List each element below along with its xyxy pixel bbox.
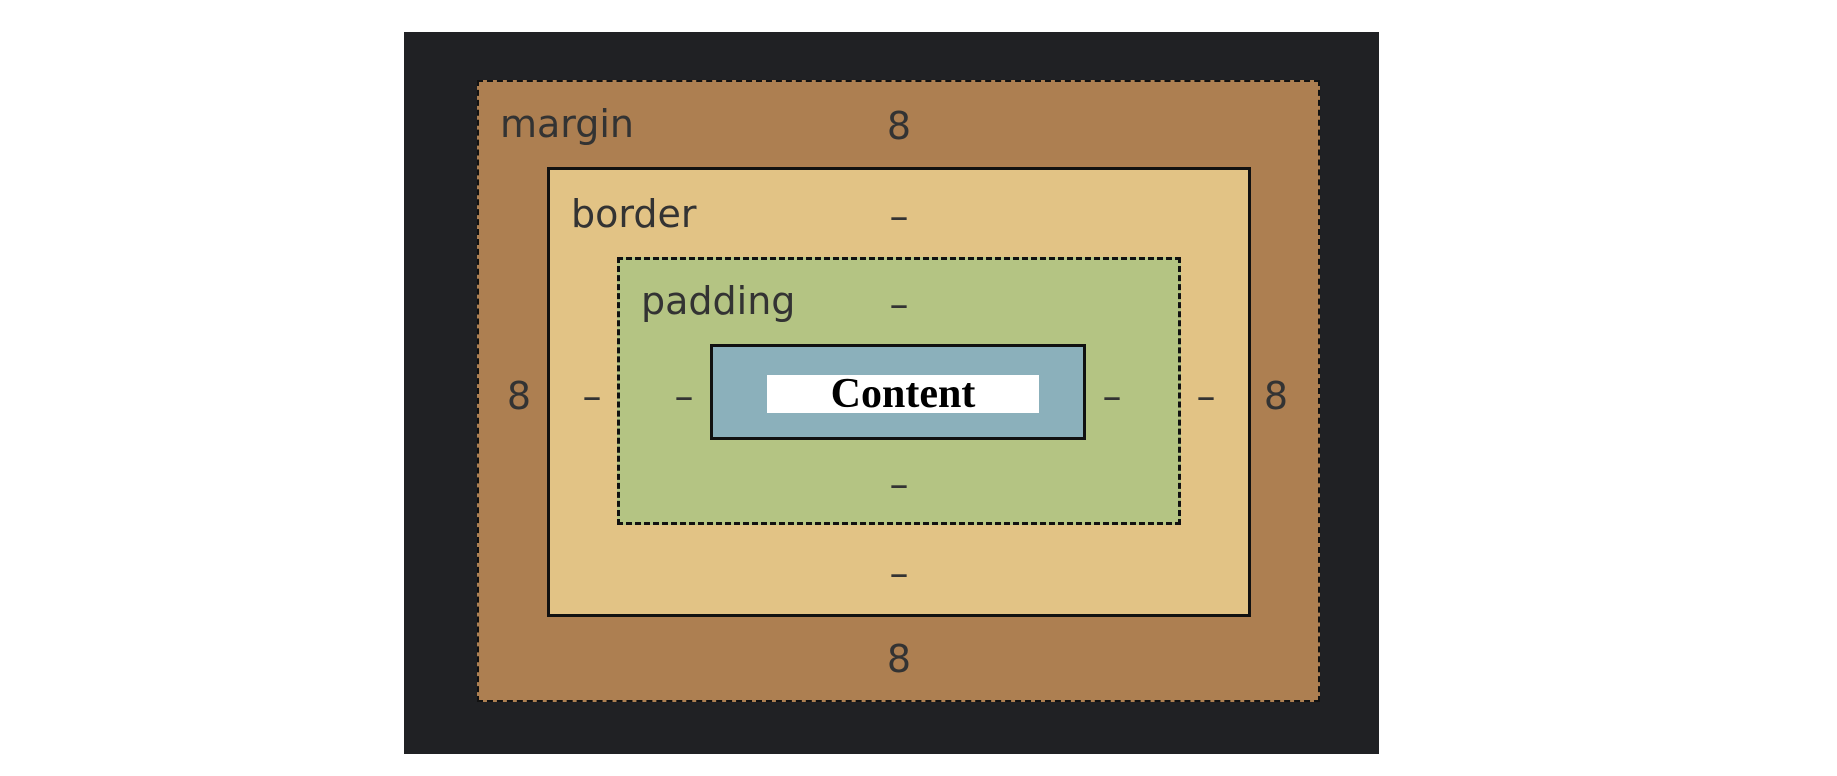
padding-right-value: –	[1102, 374, 1122, 418]
border-right-value: –	[1196, 374, 1216, 418]
margin-right-value: 8	[1263, 374, 1289, 418]
padding-left-value: –	[674, 374, 694, 418]
margin-label: margin	[500, 102, 635, 146]
padding-top-value: –	[889, 282, 909, 326]
padding-label: padding	[641, 279, 796, 323]
margin-top-value: 8	[886, 104, 912, 148]
border-left-value: –	[582, 374, 602, 418]
margin-bottom-value: 8	[886, 637, 912, 681]
content-label: Content	[767, 373, 1039, 415]
border-bottom-value: –	[889, 551, 909, 595]
border-top-value: –	[889, 194, 909, 238]
margin-left-value: 8	[506, 374, 532, 418]
padding-bottom-value: –	[889, 462, 909, 506]
border-label: border	[571, 192, 697, 236]
